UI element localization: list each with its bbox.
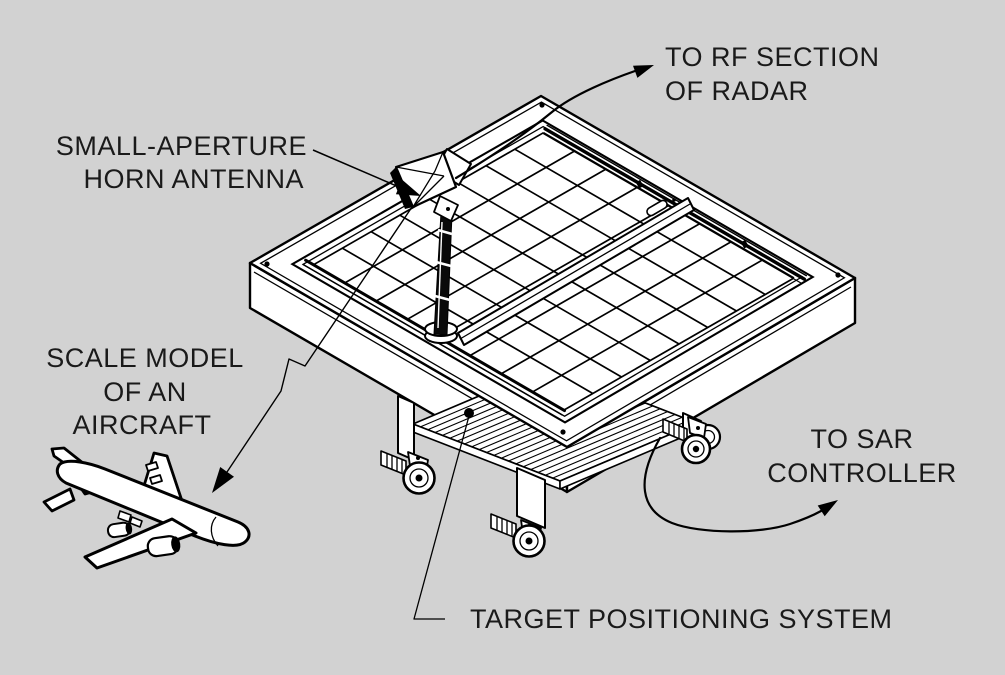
table-leg-front	[516, 467, 546, 529]
label-horn-line2: HORN ANTENNA	[83, 164, 304, 194]
label-rf-section: TO RF SECTION OF RADAR	[665, 42, 880, 106]
engine-outboard	[106, 521, 133, 539]
label-horn-line1: SMALL-APERTURE	[56, 131, 307, 161]
caster-right	[662, 416, 722, 465]
label-scale-model: SCALE MODEL OF AN AIRCRAFT	[46, 343, 244, 440]
sar-cable-arrow	[643, 436, 838, 533]
label-scale-line1: SCALE MODEL	[46, 343, 244, 373]
leader-target-positioning	[413, 415, 470, 620]
corner-dot-top	[539, 102, 545, 108]
engine-inboard	[146, 535, 181, 558]
table-frame-opening	[290, 119, 815, 424]
label-scale-line3: AIRCRAFT	[73, 410, 212, 440]
fuselage	[55, 459, 251, 547]
label-target-text: TARGET POSITIONING SYSTEM	[470, 604, 893, 634]
caster-left	[380, 450, 436, 495]
corner-dot-bottom	[560, 429, 566, 435]
stabilizer-far	[42, 487, 76, 513]
label-rf-line2: OF RADAR	[665, 76, 809, 106]
corner-dot-right	[835, 272, 841, 278]
label-scale-line2: OF AN	[103, 377, 187, 407]
label-sar-line1: TO SAR	[810, 424, 913, 454]
label-horn-antenna: SMALL-APERTURE HORN ANTENNA	[56, 131, 307, 194]
label-target-positioning: TARGET POSITIONING SYSTEM	[470, 604, 893, 634]
beam-slot	[646, 199, 668, 217]
antenna-mast	[424, 195, 459, 344]
label-sar-line2: CONTROLLER	[767, 458, 957, 488]
leader-horn-antenna	[312, 149, 421, 196]
positioning-rail-upper	[542, 124, 807, 285]
aircraft-model	[42, 446, 251, 570]
mast-joint	[433, 195, 459, 222]
leader-scale-model	[212, 206, 413, 493]
table-top-bevel	[259, 101, 846, 442]
apron-dot	[464, 408, 474, 418]
gantry-beam	[457, 197, 695, 346]
corner-dot-left	[264, 261, 270, 267]
near-wing	[83, 517, 198, 570]
rf-cable-arrow	[454, 65, 654, 180]
caster-front	[490, 513, 546, 558]
label-sar-controller: TO SAR CONTROLLER	[767, 424, 957, 488]
table-leg-left	[397, 395, 415, 461]
label-rf-line1: TO RF SECTION	[665, 42, 880, 72]
